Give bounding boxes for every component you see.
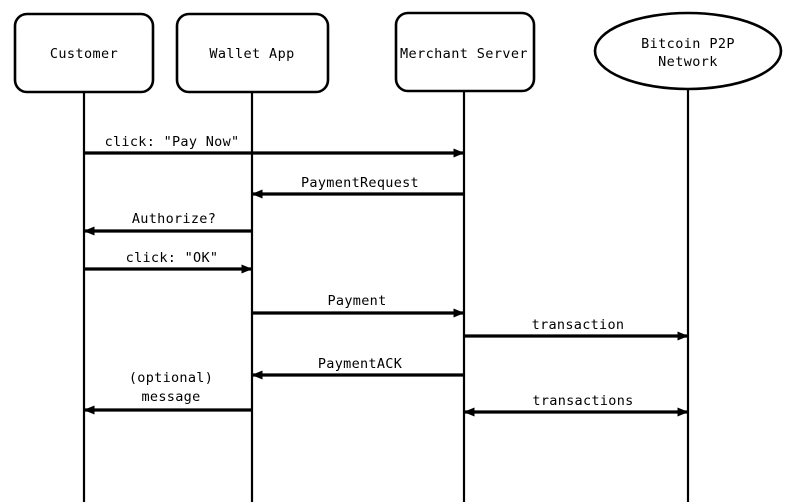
message-transactions[interactable]: transactions [463,393,689,417]
message-label-payment: Payment [328,293,387,309]
participant-box-merchant-server[interactable] [394,11,536,93]
lifelines-group [82,89,690,502]
participant-label-merchant-server: Merchant Server [400,46,528,62]
participant-wallet-app[interactable]: Wallet App [175,12,330,94]
message-label-optional-message-line1: (optional) [129,370,213,386]
participant-box-customer[interactable] [13,12,155,94]
message-label-transactions: transactions [532,393,633,409]
participant-label-bitcoin-p2p-network-line1: Bitcoin P2P [641,36,735,52]
message-optional-message[interactable]: (optional) message [83,370,252,415]
message-label-payment-ack: PaymentACK [318,356,403,372]
message-payment-ack[interactable]: PaymentACK [251,356,464,380]
message-click-pay-now[interactable]: click: "Pay Now" [84,134,465,158]
message-label-click-pay-now: click: "Pay Now" [105,134,240,150]
message-label-authorize: Authorize? [132,211,216,227]
message-authorize[interactable]: Authorize? [83,211,252,236]
message-transaction[interactable]: transaction [464,317,689,341]
message-label-payment-request: PaymentRequest [301,175,419,191]
message-click-ok[interactable]: click: "OK" [84,250,253,274]
participant-merchant-server[interactable]: Merchant Server [394,11,536,93]
participant-label-bitcoin-p2p-network-line2: Network [658,54,718,70]
message-label-transaction: transaction [532,317,625,333]
message-payment[interactable]: Payment [252,293,465,318]
participant-ellipse-bitcoin-p2p-network[interactable] [593,11,783,91]
participant-customer[interactable]: Customer [13,12,155,94]
participant-label-wallet-app: Wallet App [209,46,294,62]
participant-box-wallet-app[interactable] [175,12,330,94]
message-payment-request[interactable]: PaymentRequest [251,175,464,199]
message-label-optional-message-line2: message [142,389,201,405]
message-label-click-ok: click: "OK" [126,250,219,266]
participant-bitcoin-p2p-network[interactable]: Bitcoin P2P Network [593,11,783,91]
participant-label-customer: Customer [50,46,118,62]
